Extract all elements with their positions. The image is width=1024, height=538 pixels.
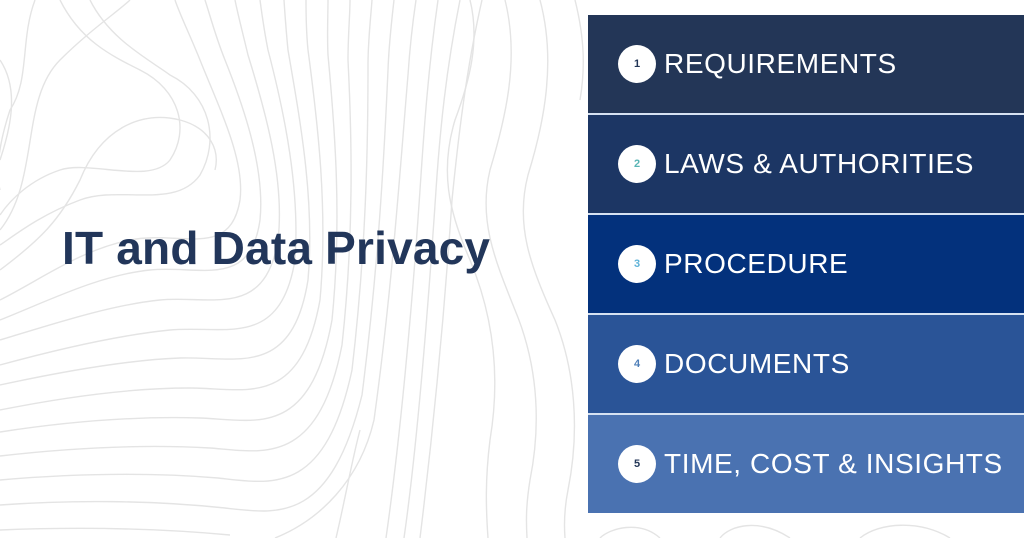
step-number: 2 [633,158,641,170]
step-requirements[interactable]: 1 REQUIREMENTS [588,15,1024,113]
step-number-badge: 5 [618,445,656,483]
step-label: TIME, COST & INSIGHTS [664,448,1003,479]
page-title: IT and Data Privacy [62,222,491,274]
step-number: 5 [633,458,641,470]
step-number: 1 [633,58,641,70]
step-laws-authorities[interactable]: 2 LAWS & AUTHORITIES [588,113,1024,213]
step-number-badge: 2 [618,145,656,183]
step-number-badge: 1 [618,45,656,83]
step-number-badge: 3 [618,245,656,283]
step-number: 3 [633,258,641,270]
step-label: DOCUMENTS [664,348,850,379]
step-label: REQUIREMENTS [664,48,897,79]
steps-list: 1 REQUIREMENTS 2 LAWS & AUTHORITIES 3 PR… [588,15,1024,513]
step-number: 4 [633,358,641,370]
step-documents[interactable]: 4 DOCUMENTS [588,313,1024,413]
step-label: PROCEDURE [664,248,849,279]
step-number-badge: 4 [618,345,656,383]
step-time-cost-insights[interactable]: 5 TIME, COST & INSIGHTS [588,413,1024,513]
step-label: LAWS & AUTHORITIES [664,148,975,179]
step-procedure[interactable]: 3 PROCEDURE [588,213,1024,313]
